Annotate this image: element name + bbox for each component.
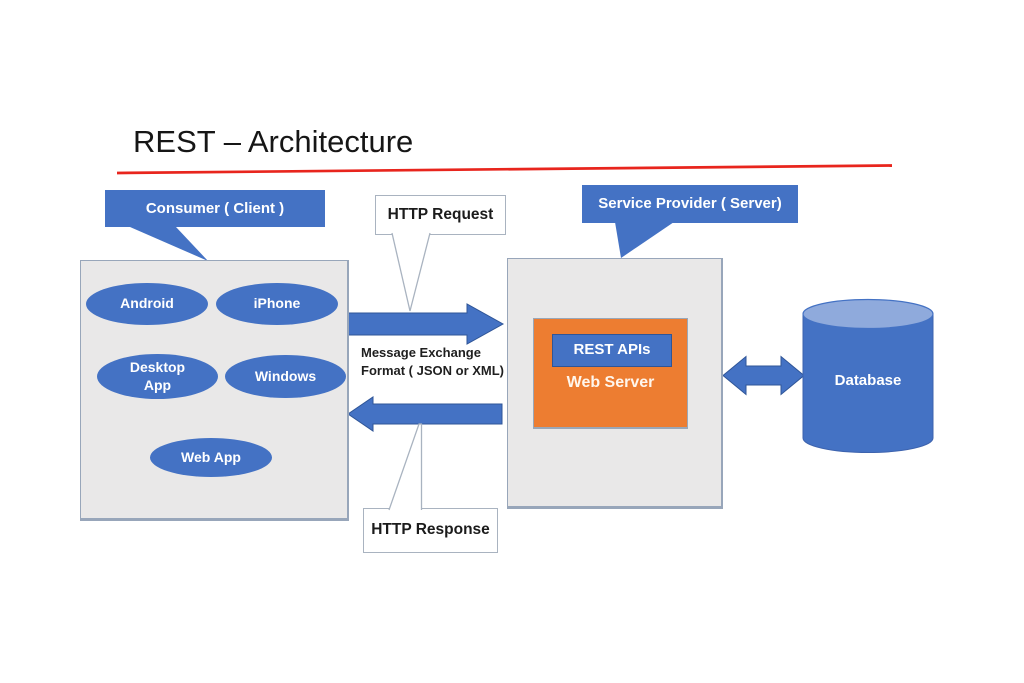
http-request-tail xyxy=(391,232,431,312)
web-app-label: Web App xyxy=(181,448,241,465)
page-title: REST – Architecture xyxy=(133,124,414,159)
message-format-label: Message Exchange Format ( JSON or XML) xyxy=(361,344,504,380)
http-response-box: HTTP Response xyxy=(363,508,498,553)
response-arrow xyxy=(347,396,503,432)
desktop-app-ellipse: Desktop App xyxy=(97,354,218,399)
service-provider-callout-label: Service Provider ( Server) xyxy=(598,195,782,212)
http-response-label: HTTP Response xyxy=(371,521,490,538)
consumer-callout-label: Consumer ( Client ) xyxy=(145,200,285,217)
web-app-ellipse: Web App xyxy=(150,438,272,477)
server-database-arrow xyxy=(722,355,805,396)
windows-label: Windows xyxy=(254,367,317,384)
iphone-label: iPhone xyxy=(253,295,301,312)
rest-apis-label: REST APIs xyxy=(573,341,651,358)
title-underline xyxy=(116,164,893,175)
message-format-line1: Message Exchange xyxy=(361,345,481,360)
http-request-label: HTTP Request xyxy=(387,206,494,223)
android-ellipse: Android xyxy=(86,283,208,325)
android-label: Android xyxy=(120,295,174,312)
http-response-tail xyxy=(388,423,423,511)
database-label: Database xyxy=(834,372,902,389)
message-format-line2: Format ( JSON or XML) xyxy=(361,363,505,378)
web-server-label: Web Server xyxy=(566,374,655,391)
request-arrow xyxy=(347,303,505,345)
http-request-box: HTTP Request xyxy=(375,195,506,235)
consumer-callout: Consumer ( Client ) xyxy=(105,190,325,227)
iphone-ellipse: iPhone xyxy=(216,283,338,325)
desktop-app-label: Desktop App xyxy=(129,359,186,393)
database-cylinder-top xyxy=(802,298,934,330)
service-provider-callout: Service Provider ( Server) xyxy=(582,185,798,223)
windows-ellipse: Windows xyxy=(225,355,346,398)
service-callout-tail xyxy=(615,222,674,258)
rest-apis-box: REST APIs xyxy=(552,334,672,367)
consumer-callout-tail xyxy=(130,227,208,261)
